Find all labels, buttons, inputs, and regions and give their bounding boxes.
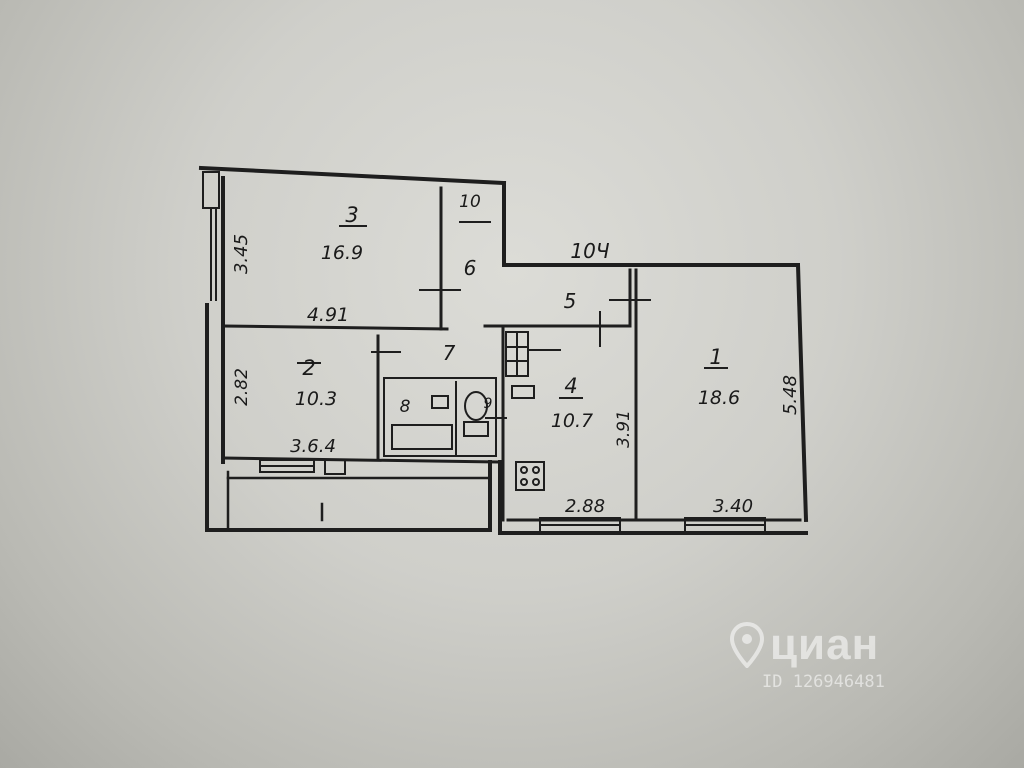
room2-height-dim: 2.82: [232, 368, 252, 406]
room10-number: 10: [459, 192, 481, 212]
bottom-windows: [259, 459, 766, 533]
room3-height-dim: 3.45: [231, 234, 252, 274]
room3-area: 16.9: [321, 242, 363, 264]
room3-number: 3: [345, 203, 358, 227]
room-underlines: [297, 225, 728, 399]
location-pin-icon: [730, 622, 764, 668]
room4-number: 4: [564, 374, 577, 398]
left-window: [202, 171, 220, 301]
room1-width-dim: 3.40: [713, 496, 753, 517]
cian-watermark: циан ID 126946481: [730, 620, 885, 692]
room1-height-dim: 5.48: [780, 375, 801, 415]
room9-number: 9: [484, 396, 493, 412]
room-labels: 3 16.9 2 10.3 4 10.7 1 18.6 5 6 7 8 9 10…: [295, 192, 740, 432]
room2-number: 2: [302, 356, 315, 380]
room3-width-dim: 4.91: [307, 304, 349, 326]
bathroom-fixtures: [383, 377, 497, 457]
room2-area: 10.3: [295, 388, 337, 410]
room8-number: 8: [400, 397, 411, 417]
room7-number: 7: [443, 341, 456, 365]
room10ch-number: 10Ч: [570, 239, 609, 263]
room4-width-dim: 2.88: [565, 496, 605, 517]
room5-number: 5: [564, 289, 577, 313]
kitchen-fixtures: [505, 331, 545, 491]
balcony: [226, 470, 490, 530]
room4-height-dim: 3.91: [614, 410, 634, 448]
door-marks: [371, 221, 651, 419]
interior-walls: [222, 186, 802, 522]
dimension-labels: 3.45 4.91 2.82 3.6.4 3.91 2.88 5.48 3.40: [231, 234, 801, 517]
room1-number: 1: [709, 345, 722, 369]
room2-width-dim: 3.6.4: [290, 436, 336, 457]
listing-id: ID 126946481: [762, 672, 885, 692]
room6-number: 6: [464, 256, 477, 280]
room4-area: 10.7: [551, 410, 593, 432]
room1-area: 18.6: [698, 387, 740, 409]
cian-brand: циан: [770, 620, 880, 669]
